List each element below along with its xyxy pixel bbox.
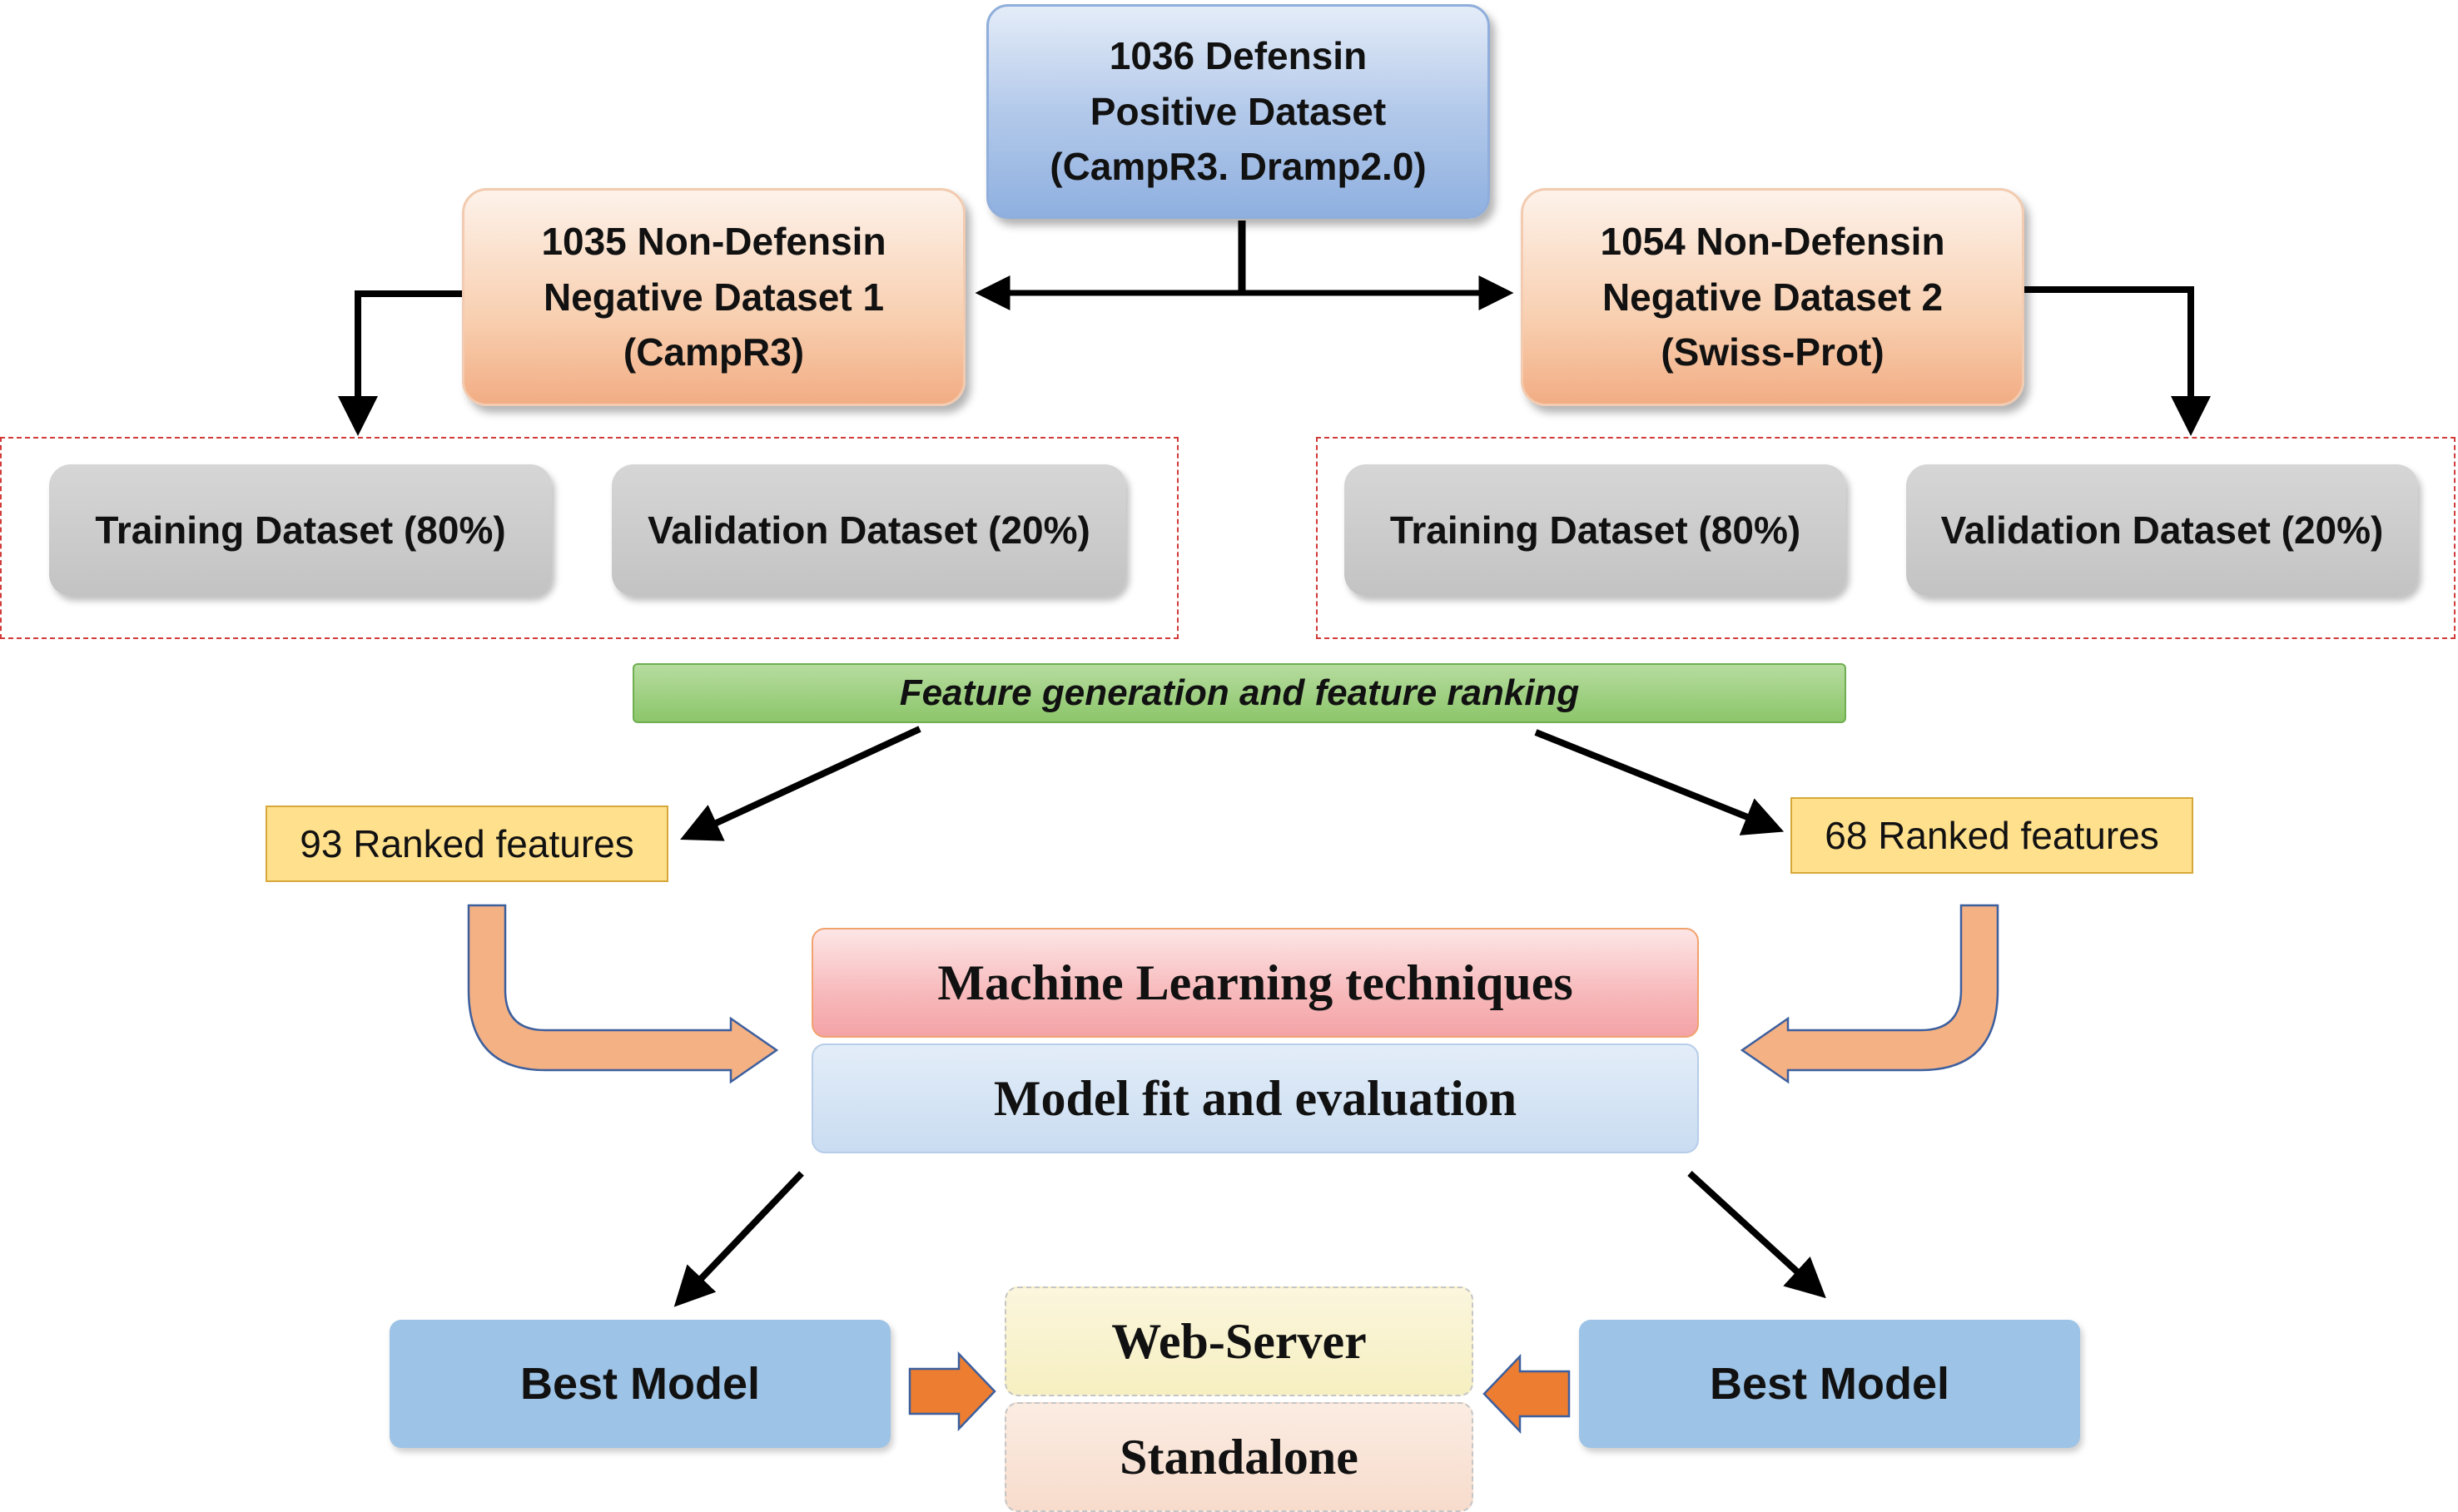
training-dataset-right: Training Dataset (80%) bbox=[1344, 464, 1846, 596]
negative-dataset-1-box: 1035 Non-Defensin Negative Dataset 1 (Ca… bbox=[462, 188, 966, 406]
negative-dataset-2-line-3: (Swiss-Prot) bbox=[1661, 330, 1884, 374]
standalone-box: Standalone bbox=[1005, 1402, 1473, 1512]
arrow-negative-2-to-split bbox=[2024, 286, 2211, 436]
ranked-features-right: 68 Ranked features bbox=[1790, 797, 2193, 874]
ml-techniques-box: Machine Learning techniques bbox=[812, 928, 1699, 1038]
ml-techniques-label: Machine Learning techniques bbox=[937, 954, 1573, 1010]
model-fit-box: Model fit and evaluation bbox=[812, 1044, 1699, 1153]
web-server-label: Web-Server bbox=[1111, 1313, 1367, 1369]
feature-generation-label: Feature generation and feature ranking bbox=[899, 672, 1580, 713]
training-dataset-right-label: Training Dataset (80%) bbox=[1389, 508, 1801, 552]
ranked-features-left: 93 Ranked features bbox=[266, 806, 668, 882]
arrow-model-to-best-right bbox=[1687, 1171, 1826, 1299]
negative-dataset-1-line-2: Negative Dataset 1 bbox=[543, 275, 885, 319]
negative-dataset-1-line-3: (CampR3) bbox=[623, 330, 805, 374]
negative-dataset-2-line-1: 1054 Non-Defensin bbox=[1600, 219, 1945, 263]
positive-dataset-line-3: (CampR3. Dramp2.0) bbox=[1050, 145, 1427, 189]
arrow-negative-1-to-split bbox=[338, 290, 462, 436]
validation-dataset-right: Validation Dataset (20%) bbox=[1906, 464, 2418, 596]
validation-dataset-left: Validation Dataset (20%) bbox=[612, 464, 1126, 596]
feature-generation-bar: Feature generation and feature ranking bbox=[633, 663, 1846, 723]
model-fit-label: Model fit and evaluation bbox=[993, 1070, 1517, 1126]
split-group-left bbox=[0, 437, 1179, 639]
negative-dataset-2-box: 1054 Non-Defensin Negative Dataset 2 (Sw… bbox=[1521, 188, 2024, 406]
best-model-right: Best Model bbox=[1579, 1320, 2080, 1448]
positive-dataset-line-2: Positive Dataset bbox=[1090, 89, 1387, 133]
arrow-best-right-to-deploy bbox=[1482, 1353, 1571, 1435]
positive-dataset-box: 1036 Defensin Positive Dataset (CampR3. … bbox=[986, 4, 1490, 219]
arrow-model-to-best-left bbox=[673, 1171, 804, 1307]
best-model-left: Best Model bbox=[390, 1320, 891, 1448]
arrow-feature-to-93 bbox=[680, 726, 921, 841]
negative-dataset-2-line-2: Negative Dataset 2 bbox=[1601, 275, 1944, 319]
ranked-features-right-label: 68 Ranked features bbox=[1825, 814, 2159, 857]
best-model-left-label: Best Model bbox=[519, 1359, 761, 1409]
web-server-box: Web-Server bbox=[1005, 1286, 1473, 1396]
curved-arrow-right bbox=[1740, 904, 1999, 1084]
split-group-right bbox=[1316, 437, 2456, 639]
validation-dataset-right-label: Validation Dataset (20%) bbox=[1940, 508, 2384, 552]
arrow-best-left-to-deploy bbox=[908, 1351, 996, 1432]
ranked-features-left-label: 93 Ranked features bbox=[300, 822, 634, 865]
best-model-right-label: Best Model bbox=[1709, 1359, 1950, 1409]
negative-dataset-1-line-1: 1035 Non-Defensin bbox=[541, 219, 886, 263]
validation-dataset-left-label: Validation Dataset (20%) bbox=[648, 508, 1090, 552]
standalone-label: Standalone bbox=[1120, 1429, 1358, 1485]
positive-dataset-line-1: 1036 Defensin bbox=[1109, 33, 1368, 77]
arrow-feature-to-68 bbox=[1534, 729, 1785, 835]
curved-arrow-left bbox=[467, 904, 779, 1084]
training-dataset-left: Training Dataset (80%) bbox=[49, 464, 552, 596]
training-dataset-left-label: Training Dataset (80%) bbox=[95, 508, 506, 552]
